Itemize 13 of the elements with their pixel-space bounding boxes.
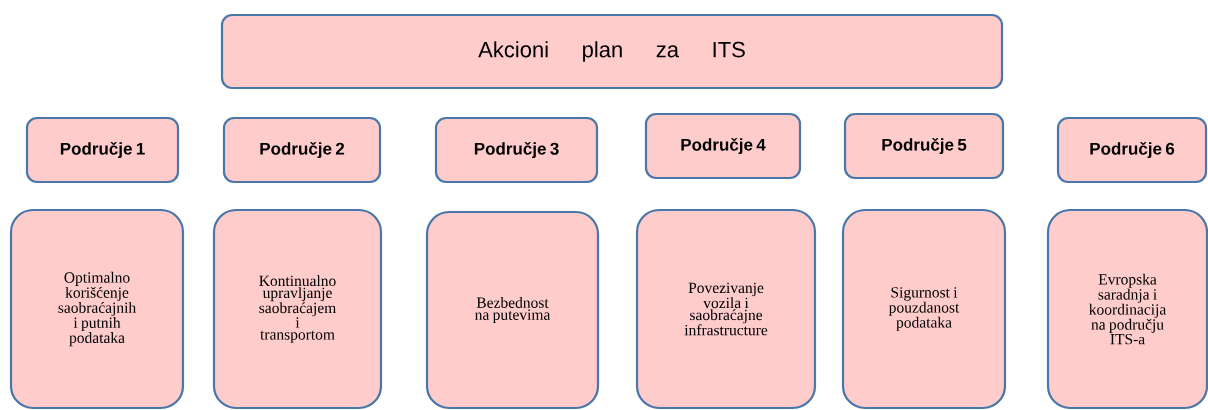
area-description-box: Optimalno korišćenje saobraćajnih i putnih podataka bbox=[9, 208, 185, 410]
area-heading-box: Područje 6 bbox=[1056, 116, 1208, 184]
area-heading-box: Područje 1 bbox=[25, 116, 180, 184]
area-heading-box: Područje 5 bbox=[843, 112, 1005, 180]
area-description-box: Bezbednost na putevima bbox=[425, 210, 600, 410]
area-heading-box: Područje 2 bbox=[222, 116, 382, 184]
area-description-box: Povezivanje vozila i saobraćajne infrastructure bbox=[635, 208, 817, 410]
title-box: Akcioni plan za ITS bbox=[220, 13, 1004, 90]
area-heading-box: Područje 4 bbox=[644, 112, 802, 180]
area-heading-box: Područje 3 bbox=[434, 116, 599, 184]
area-description-box: Sigurnost i pouzdanost podataka bbox=[841, 208, 1007, 410]
area-description-box: Evropska saradnja i koordinacija na području ITS-a bbox=[1046, 208, 1208, 410]
area-description-box: Kontinualno upravljanje saobraćajem i transportom bbox=[212, 208, 383, 410]
